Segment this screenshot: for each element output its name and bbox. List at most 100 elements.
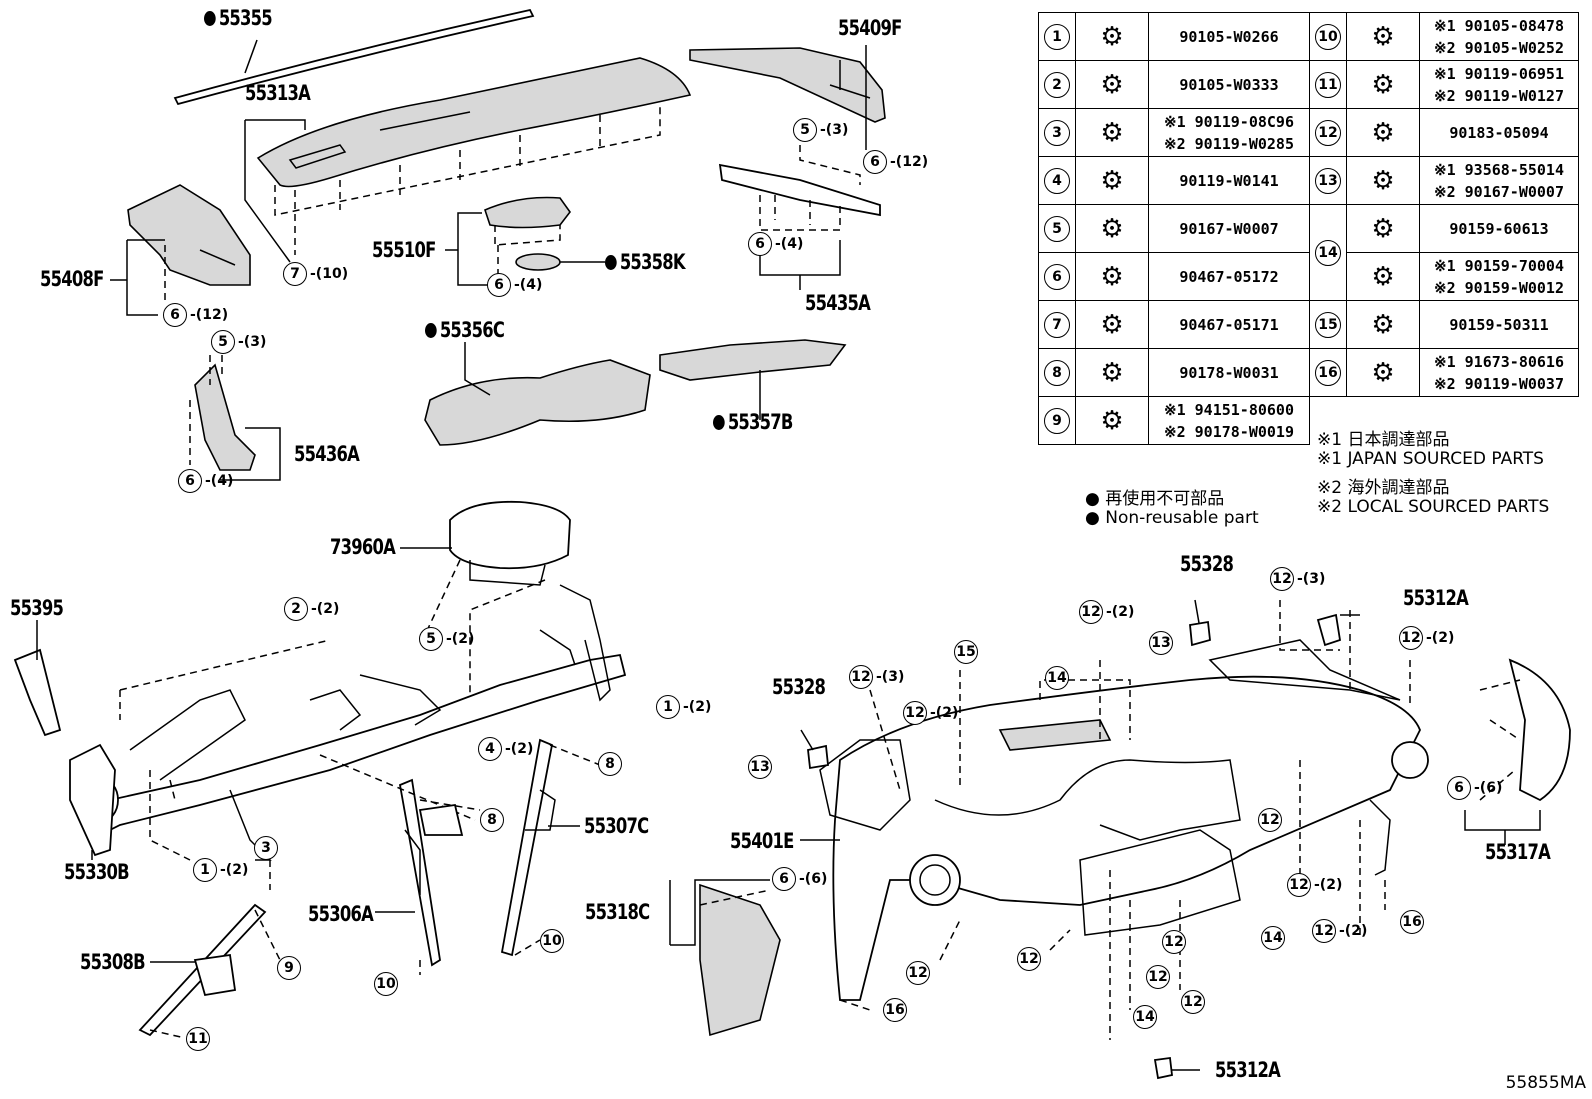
- part-55510F: [484, 196, 571, 229]
- table-cell: 14: [1309, 204, 1347, 301]
- fastener-icon: ⚙: [1371, 261, 1395, 292]
- callout-5-qty-2: 5-(2): [419, 627, 474, 651]
- note-2-jp: ※2 海外調達部品: [1317, 478, 1450, 498]
- label-55358K: 55358K: [605, 252, 686, 273]
- non-reusable-dot-icon: [605, 255, 617, 270]
- part-55435A: [718, 163, 881, 217]
- callout-14: 14: [1261, 926, 1285, 950]
- table-cell: ⚙: [1075, 300, 1149, 349]
- note-1-jp: ※1 日本調達部品: [1317, 430, 1450, 450]
- table-cell: ※1 90105-08478※2 90105-W0252: [1419, 12, 1579, 61]
- label-55318C: 55318C: [585, 900, 650, 924]
- callout-15: 15: [954, 640, 978, 664]
- callout-6-qty-12: 6-(12): [163, 303, 228, 327]
- part-number: ※2 90119-W0127: [1434, 86, 1564, 105]
- part-number: 90105-W0266: [1179, 27, 1279, 46]
- table-cell: ※1 90159-70004※2 90159-W0012: [1419, 252, 1579, 301]
- callout-10: 10: [374, 972, 398, 996]
- label-55313A: 55313A: [245, 81, 311, 105]
- callout-5-qty-3: 5-(3): [211, 330, 266, 354]
- label-55317A: 55317A: [1485, 840, 1551, 864]
- note-2-en: ※2 LOCAL SOURCED PARTS: [1317, 497, 1550, 517]
- label-55308B: 55308B: [80, 950, 146, 974]
- fastener-icon: ⚙: [1100, 21, 1124, 52]
- item-number-circle: 16: [1315, 359, 1341, 386]
- callout-12-qty-2: 12-(2): [1399, 626, 1454, 650]
- table-cell: 11: [1309, 60, 1347, 109]
- callout-16: 16: [1400, 910, 1424, 934]
- label-55312A-top: 55312A: [1403, 586, 1469, 610]
- callout-9: 9: [277, 956, 301, 980]
- callout-12-qty-2: 12-(2): [1312, 919, 1367, 943]
- drawing-code: 55855MA: [1505, 1073, 1586, 1093]
- legend-non-reusable-jp: ● 再使用不可部品: [1085, 489, 1225, 509]
- item-number-circle: 8: [1044, 359, 1070, 386]
- table-cell: 90119-W0141: [1148, 156, 1310, 205]
- callout-12-qty-2: 12-(2): [1287, 873, 1342, 897]
- part-73960A: [449, 500, 571, 570]
- label-55307C: 55307C: [584, 814, 649, 838]
- part-number: 90167-W0007: [1179, 219, 1279, 238]
- table-row: 9 ⚙ ※1 94151-80600※2 90178-W0019: [1038, 396, 1579, 445]
- table-cell: 90467-05172: [1148, 252, 1310, 301]
- callout-13: 13: [1149, 631, 1173, 655]
- table-cell: 90159-60613: [1419, 204, 1579, 253]
- callout-3: 3: [254, 836, 278, 860]
- fastener-icon: ⚙: [1371, 165, 1395, 196]
- table-cell: ⚙: [1346, 252, 1420, 301]
- table-row: 6 ⚙ 90467-05172 ⚙ ※1 90159-70004※2 90159-W00…: [1038, 252, 1579, 301]
- legend-non-reusable-en: ● Non-reusable part: [1085, 508, 1259, 528]
- part-number: ※2 90119-W0037: [1434, 374, 1564, 393]
- fastener-icon: ⚙: [1371, 69, 1395, 100]
- fastener-icon: ⚙: [1100, 405, 1124, 436]
- table-cell: 90105-W0333: [1148, 60, 1310, 109]
- table-cell: 4: [1038, 156, 1076, 205]
- callout-6-qty-4: 6-(4): [487, 273, 542, 297]
- part-number: 90467-05172: [1179, 267, 1279, 286]
- item-number-circle: 14: [1315, 239, 1341, 266]
- part-number: 90105-W0333: [1179, 75, 1279, 94]
- item-number-circle: 10: [1315, 23, 1341, 50]
- table-cell: ⚙: [1075, 396, 1149, 445]
- callout-12: 12: [1146, 965, 1170, 989]
- part-number: ※1 90119-06951: [1434, 64, 1564, 83]
- callout-6-qty-4: 6-(4): [748, 232, 803, 256]
- label-55328-left: 55328: [772, 675, 826, 699]
- table-cell: 3: [1038, 108, 1076, 157]
- item-number-circle: 12: [1315, 119, 1341, 146]
- item-number-circle: 9: [1044, 407, 1070, 434]
- table-cell: 6: [1038, 252, 1076, 301]
- fastener-icon: ⚙: [1100, 261, 1124, 292]
- table-cell: ⚙: [1346, 300, 1420, 349]
- table-cell: ⚙: [1075, 12, 1149, 61]
- label-55356C: 55356C: [425, 320, 505, 341]
- label-55436A: 55436A: [294, 442, 360, 466]
- fastener-icon: ⚙: [1100, 117, 1124, 148]
- callout-7-qty-10: 7-(10): [283, 262, 348, 286]
- item-number-circle: 11: [1315, 71, 1341, 98]
- table-cell: 15: [1309, 300, 1347, 349]
- table-cell: ⚙: [1346, 156, 1420, 205]
- part-number: 90159-50311: [1449, 315, 1549, 334]
- part-number: ※1 90119-08C96: [1164, 112, 1294, 131]
- part-55357B: [659, 339, 847, 381]
- label-55330B: 55330B: [64, 860, 130, 884]
- item-number-circle: 1: [1044, 23, 1070, 50]
- part-number: 90119-W0141: [1179, 171, 1279, 190]
- fastener-icon: ⚙: [1371, 21, 1395, 52]
- table-cell: ※1 94151-80600※2 90178-W0019: [1148, 396, 1310, 445]
- callout-6-qty-4: 6-(4): [178, 469, 233, 493]
- part-55355-strip: [173, 8, 535, 106]
- table-cell: ⚙: [1346, 60, 1420, 109]
- fastener-icon: ⚙: [1100, 165, 1124, 196]
- callout-1-qty-2: 1-(2): [656, 695, 711, 719]
- note-1-en: ※1 JAPAN SOURCED PARTS: [1317, 449, 1544, 469]
- callout-12-qty-3: 12-(3): [1270, 567, 1325, 591]
- label-55306A: 55306A: [308, 902, 374, 926]
- table-cell: 10: [1309, 12, 1347, 61]
- callout-6-qty-6: 6-(6): [1447, 776, 1502, 800]
- part-55318C: [699, 883, 781, 1037]
- callout-12-qty-2: 12-(2): [903, 701, 958, 725]
